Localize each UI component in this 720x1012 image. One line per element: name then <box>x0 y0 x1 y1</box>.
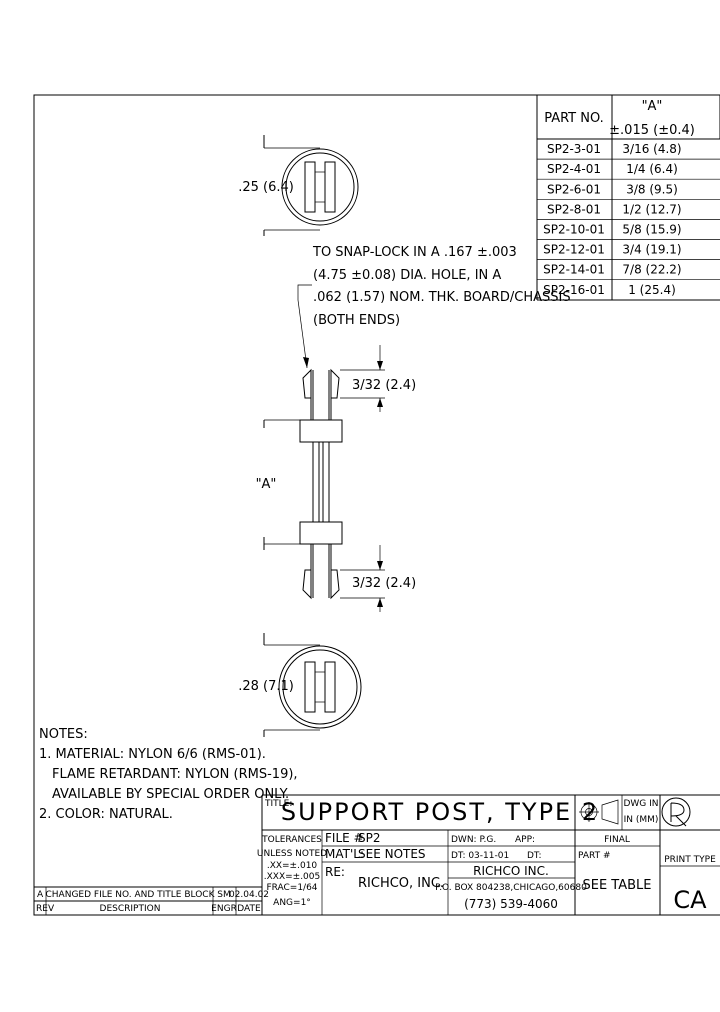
description-header: DESCRIPTION <box>100 904 161 914</box>
print-type-value: CA <box>673 886 707 914</box>
part-number-cell: SP2-8-01 <box>547 202 601 216</box>
revision-block: A CHANGED FILE NO. AND TITLE BLOCK SM 02… <box>34 886 269 915</box>
part-label: PART # <box>578 851 611 861</box>
tol-xx: .XX=±.010 <box>267 861 318 871</box>
tolerances-label: TOLERANCES <box>261 835 322 845</box>
part-number-cell: SP2-6-01 <box>547 182 601 196</box>
rev-description: CHANGED FILE NO. AND TITLE BLOCK <box>46 890 216 900</box>
bottom-end-view: .28 (7.1) <box>238 633 362 737</box>
matl-value: SEE NOTES <box>358 847 426 861</box>
a-dimension-cell: 7/8 (22.2) <box>622 263 681 277</box>
dim-tip-top: 3/32 (2.4) <box>352 378 416 393</box>
a-dimension-cell: 3/4 (19.1) <box>622 243 681 257</box>
notes-heading: NOTES: <box>39 727 88 742</box>
note-2: 2. COLOR: NATURAL. <box>39 807 173 822</box>
parts-table: PART NO. "A" ±.015 (±0.4) SP2-3-01 3/16 (… <box>536 94 720 301</box>
file-value: SP2 <box>358 831 381 845</box>
a-dimension-cell: 3/8 (9.5) <box>626 182 678 196</box>
notes: NOTES: 1. MATERIAL: NYLON 6/6 (RMS-01). … <box>39 727 298 822</box>
unless-noted-label: UNLESS NOTED <box>257 849 327 859</box>
dim-bottom-view: .28 (7.1) <box>238 679 294 694</box>
a-dimension-cell: 1 (25.4) <box>628 283 676 297</box>
date-header: DATE <box>237 904 261 914</box>
title-label: TITLE: <box>264 799 292 809</box>
in-mm-label: IN (MM) <box>624 815 659 825</box>
company-address: P.O. BOX 804238,CHICAGO,60680 <box>435 883 587 893</box>
a-dimension-cell: 3/16 (4.8) <box>622 142 681 156</box>
matl-label: MAT'L: <box>325 847 364 861</box>
sheet-border <box>33 94 720 916</box>
callout-line-2: (4.75 ±0.08) DIA. HOLE, IN A <box>313 268 501 283</box>
drawing-title: SUPPORT POST, TYPE 2 <box>281 798 599 826</box>
print-type-label: PRINT TYPE <box>664 855 716 865</box>
projection-symbol-icon <box>579 799 619 825</box>
dim-top-view: .25 (6.4) <box>238 180 294 195</box>
part-number-cell: SP2-4-01 <box>547 162 601 176</box>
rev-date: 02.04.02 <box>229 890 269 900</box>
richco-logo <box>661 797 691 827</box>
rev-header: REV <box>36 904 55 914</box>
file-label: FILE # <box>325 831 364 845</box>
post-side-view: "A" <box>256 368 343 600</box>
final-label: FINAL <box>604 835 630 845</box>
company-phone: (773) 539-4060 <box>464 897 558 911</box>
a-header: "A" <box>642 99 663 114</box>
re-label: RE: <box>325 865 345 879</box>
dt-suffix: DT: <box>527 851 541 861</box>
note-1-availability: AVAILABLE BY SPECIAL ORDER ONLY. <box>52 787 289 802</box>
dim-tip-bottom: 3/32 (2.4) <box>352 576 416 591</box>
a-dimension-cell: 1/2 (12.7) <box>622 202 681 216</box>
tol-xxx: .XXX=±.005 <box>264 872 320 882</box>
rev-engr: SM <box>217 890 230 900</box>
re-value: RICHCO, INC. <box>358 876 444 891</box>
rev-letter: A <box>37 890 44 900</box>
snap-lock-callout: TO SNAP-LOCK IN A .167 ±.003 (4.75 ±0.08… <box>297 245 571 369</box>
engr-header: ENGR <box>211 904 237 914</box>
note-1: 1. MATERIAL: NYLON 6/6 (RMS-01). <box>39 747 266 762</box>
callout-line-1: TO SNAP-LOCK IN A .167 ±.003 <box>312 245 517 260</box>
dt-value: DT: 03-11-01 <box>451 851 509 861</box>
dim-a-label: "A" <box>256 477 277 492</box>
company-name: RICHCO INC. <box>473 864 549 878</box>
note-1-flame: FLAME RETARDANT: NYLON (RMS-19), <box>52 767 298 782</box>
tol-frac: FRAC=1/64 <box>266 883 317 893</box>
dwn-label: DWN: P.G. <box>451 835 496 845</box>
app-label: APP: <box>515 835 535 845</box>
tol-ang: ANG=1° <box>273 898 311 908</box>
title-block: TITLE: SUPPORT POST, TYPE 2 DWG IN IN (M… <box>257 794 720 915</box>
top-end-view: .25 (6.4) <box>238 135 359 236</box>
callout-line-4: (BOTH ENDS) <box>313 313 400 328</box>
dwg-in-label: DWG IN <box>623 799 658 809</box>
a-tolerance-header: ±.015 (±0.4) <box>609 123 695 138</box>
callout-line-3: .062 (1.57) NOM. THK. BOARD/CHASSIS <box>313 290 571 305</box>
part-number-cell: SP2-14-01 <box>543 263 605 277</box>
part-number-cell: SP2-10-01 <box>543 223 605 237</box>
part-number-cell: SP2-16-01 <box>543 283 605 297</box>
part-value: SEE TABLE <box>582 878 651 893</box>
tip-dimensions: 3/32 (2.4) 3/32 (2.4) <box>340 345 416 612</box>
part-no-header: PART NO. <box>544 111 604 126</box>
part-number-cell: SP2-3-01 <box>547 142 601 156</box>
a-dimension-cell: 5/8 (15.9) <box>622 223 681 237</box>
a-dimension-cell: 1/4 (6.4) <box>626 162 678 176</box>
part-number-cell: SP2-12-01 <box>543 243 605 257</box>
